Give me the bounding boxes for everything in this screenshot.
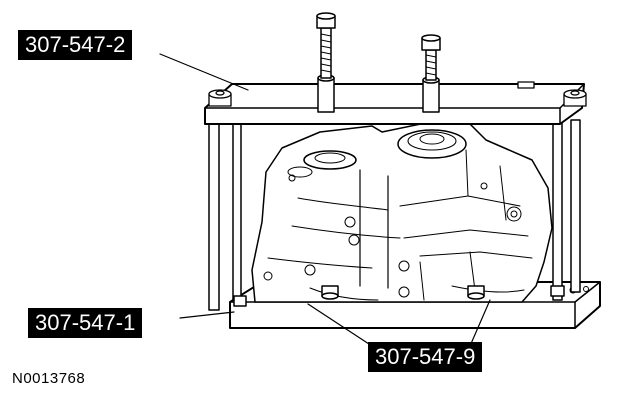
forcing-screws [316,12,441,113]
corner-nuts [208,81,587,107]
holding-pins [321,285,485,300]
transmission-housing [251,119,553,303]
leader-lines [159,53,491,347]
top-plate [204,83,585,125]
callout-top-plate: 307-547-2 [18,30,133,60]
callout-pins: 307-547-9 [368,342,483,372]
left-guide-rod [208,117,247,311]
callout-base-plate: 307-547-1 [28,308,143,338]
right-guide-rods [550,119,581,301]
figure-id: N0013768 [12,370,86,387]
